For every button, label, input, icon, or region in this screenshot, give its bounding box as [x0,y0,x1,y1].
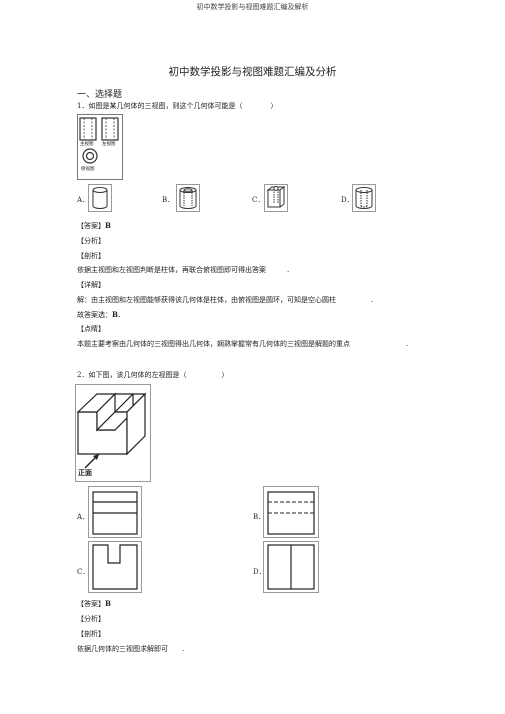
q1-choose-row: 故答案选：B. [77,310,120,320]
q1-explain-text: 解：由主视图和左视图能够获得该几何体是柱体，由俯视图是圆环，可知是空心圆柱 . [77,296,374,304]
left-view-label: 左视图 [102,142,116,147]
q2-analysis-label: 【分析】 [77,615,105,623]
q1-option-b-figure [176,184,200,212]
q1-analysis-label: 【分析】 [77,237,105,245]
q1-answer-row: 【答案】B [77,221,111,231]
q2-detail-text: 依据几何体的三视图求解即可 . [77,645,185,653]
q1-detail-text: 依据主视图和左视图判断是柱体，再联合俯视图即可得出答案 . [77,266,290,274]
q1-option-c-label: C． [252,196,265,204]
q1-option-d-figure [352,184,376,212]
q2-stem: 2．如下图，该几何体的左视图是（ ） [77,371,229,379]
q1-option-b-label: B． [162,196,175,204]
q2-detail-label: 【剖析】 [77,630,105,638]
q2-option-d-label: D． [253,568,266,576]
q2-option-a-figure [88,486,142,538]
q2-solid-figure: 正面 [75,384,151,482]
q2-option-b-label: B． [253,513,266,521]
q1-option-a-figure [88,184,112,212]
answer-label: 【答案】 [77,222,105,230]
choose-value: B. [112,310,121,319]
page-title: 初中数学投影与视图难题汇编及分析 [168,66,337,78]
q1-three-views-figure: 主视图 左视图 俯视图 [77,114,123,180]
q2-option-d-figure [263,541,319,593]
section-heading: 一、选择题 [77,90,123,100]
q1-comment-text: 本题主要考察由几何体的三视图得出几何体，娴熟掌握常有几何体的三视图是解题的重点 … [77,340,409,348]
q2-option-a-label: A． [77,513,90,521]
q1-option-a-label: A． [77,196,90,204]
top-view-label: 俯视图 [81,167,95,172]
q1-explain-label: 【详解】 [77,281,105,289]
front-view-label: 主视图 [80,142,94,147]
q2-option-c-figure [88,541,142,593]
q2-option-b-figure [263,486,319,538]
front-direction-label: 正面 [78,468,92,477]
q1-detail-label: 【剖析】 [77,252,105,260]
q1-comment-label: 【点睛】 [77,325,105,333]
choose-label: 故答案选： [77,311,112,319]
running-header: 初中数学投影与视图难题汇编及解析 [196,3,309,11]
q1-option-c-figure [264,184,288,212]
q2-answer-row: 【答案】B [77,599,111,609]
answer-value: B [105,221,111,230]
q2-option-c-label: C． [77,568,90,576]
answer-label: 【答案】 [77,600,105,608]
q1-stem: 1．如图是某几何体的三视图，则这个几何体可能是（ ） [77,102,278,110]
q1-option-d-label: D． [341,196,354,204]
answer-value: B [105,599,111,608]
